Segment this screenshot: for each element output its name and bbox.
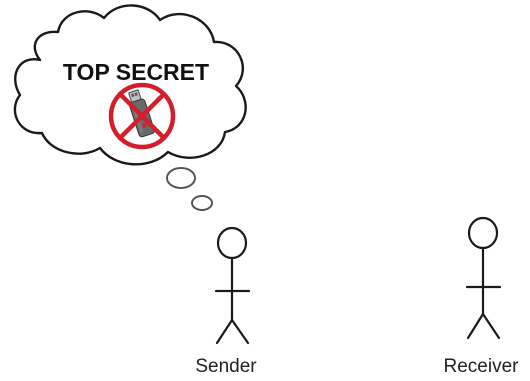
receiver-figure bbox=[467, 218, 500, 338]
cloud-title: TOP SECRET bbox=[63, 59, 209, 85]
receiver-label: Receiver bbox=[444, 356, 520, 377]
sender-label: Sender bbox=[195, 356, 257, 377]
receiver-head bbox=[469, 218, 497, 248]
sender-left-leg bbox=[217, 320, 232, 343]
thought-bubble-small bbox=[192, 196, 212, 210]
sender-head bbox=[218, 228, 246, 258]
sender-figure bbox=[216, 228, 249, 343]
sender-right-leg bbox=[232, 320, 248, 343]
receiver-right-leg bbox=[483, 314, 499, 338]
thought-cloud: TOP SECRET bbox=[15, 5, 246, 164]
thought-bubbles bbox=[167, 168, 212, 210]
thought-bubble-large bbox=[167, 168, 195, 188]
receiver-left-leg bbox=[468, 314, 483, 338]
